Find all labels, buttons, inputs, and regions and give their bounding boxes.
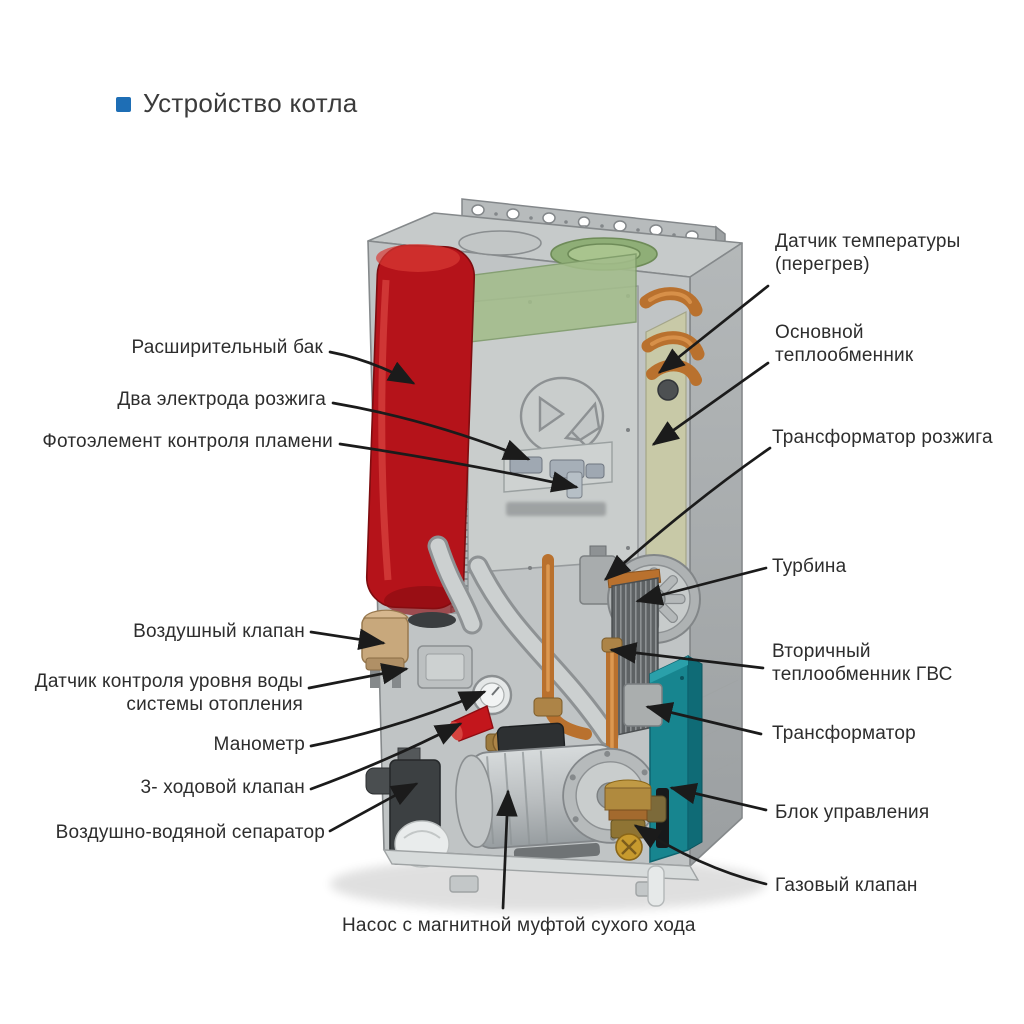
gray-pipes	[427, 535, 619, 747]
label-air-water-separator: Воздушно-водяной сепаратор	[55, 822, 325, 843]
leader-transformer	[645, 702, 763, 736]
label-expansion-tank: Расширительный бак	[131, 337, 323, 358]
leader-control-unit	[669, 783, 768, 812]
label-transformer: Трансформатор	[772, 723, 916, 744]
label-three-way-valve: 3- ходовой клапан	[140, 777, 305, 798]
transformer-part	[623, 683, 663, 727]
leader-dhw-hx	[609, 642, 765, 670]
label-turbine: Турбина	[772, 556, 847, 577]
label-control-unit: Блок управления	[775, 802, 930, 823]
leader-manometer	[309, 690, 487, 748]
leader-expansion-tank	[328, 350, 416, 385]
label-water-level-sensor: Датчик контроля уровня воды системы отоп…	[34, 671, 303, 715]
leader-ignition-electrodes	[331, 401, 531, 461]
water-level-sensor-part	[417, 645, 473, 689]
leader-lines	[307, 284, 772, 910]
leader-separator	[328, 782, 419, 833]
title-bullet-icon	[116, 97, 131, 112]
label-flame-photocell: Фотоэлемент контроля пламени	[42, 431, 333, 452]
air-water-separator-part	[365, 747, 450, 868]
label-ignition-transformer: Трансформатор розжига	[772, 427, 993, 448]
label-ignition-electrodes: Два электрода розжига	[117, 389, 326, 410]
leader-pump	[496, 789, 518, 910]
label-gas-valve: Газовый клапан	[775, 875, 918, 896]
leader-main-hx	[651, 361, 770, 446]
label-air-valve: Воздушный клапан	[133, 621, 305, 642]
bottom-tray	[382, 849, 700, 907]
leader-ignition-transformer	[603, 446, 772, 581]
leader-gas-valve	[633, 824, 768, 886]
label-dhw-heat-exchanger: Вторичный теплообменник ГВС	[772, 641, 953, 685]
leader-air-valve	[309, 628, 386, 651]
label-pump: Насос с магнитной муфтой сухого хода	[342, 915, 696, 936]
leader-flame-photocell	[338, 442, 579, 493]
label-main-heat-exchanger: Основной теплообменник	[775, 322, 914, 366]
combustion-chamber-plate	[425, 285, 639, 577]
page-title: Устройство котла	[143, 88, 358, 118]
expansion-tank-part	[365, 244, 476, 628]
main-heat-exchanger-part	[645, 311, 687, 583]
leader-turbine	[635, 566, 768, 606]
leader-water-level-sensor	[307, 663, 409, 690]
leader-three-way-valve	[309, 722, 463, 791]
label-manometer: Манометр	[213, 734, 305, 755]
leader-temp-sensor	[657, 284, 770, 374]
label-temp-sensor: Датчик температуры (перегрев)	[775, 231, 961, 275]
page-title-row: Устройство котла	[116, 88, 358, 119]
brand-text-illegible	[506, 502, 606, 516]
flue-opening	[458, 230, 542, 256]
